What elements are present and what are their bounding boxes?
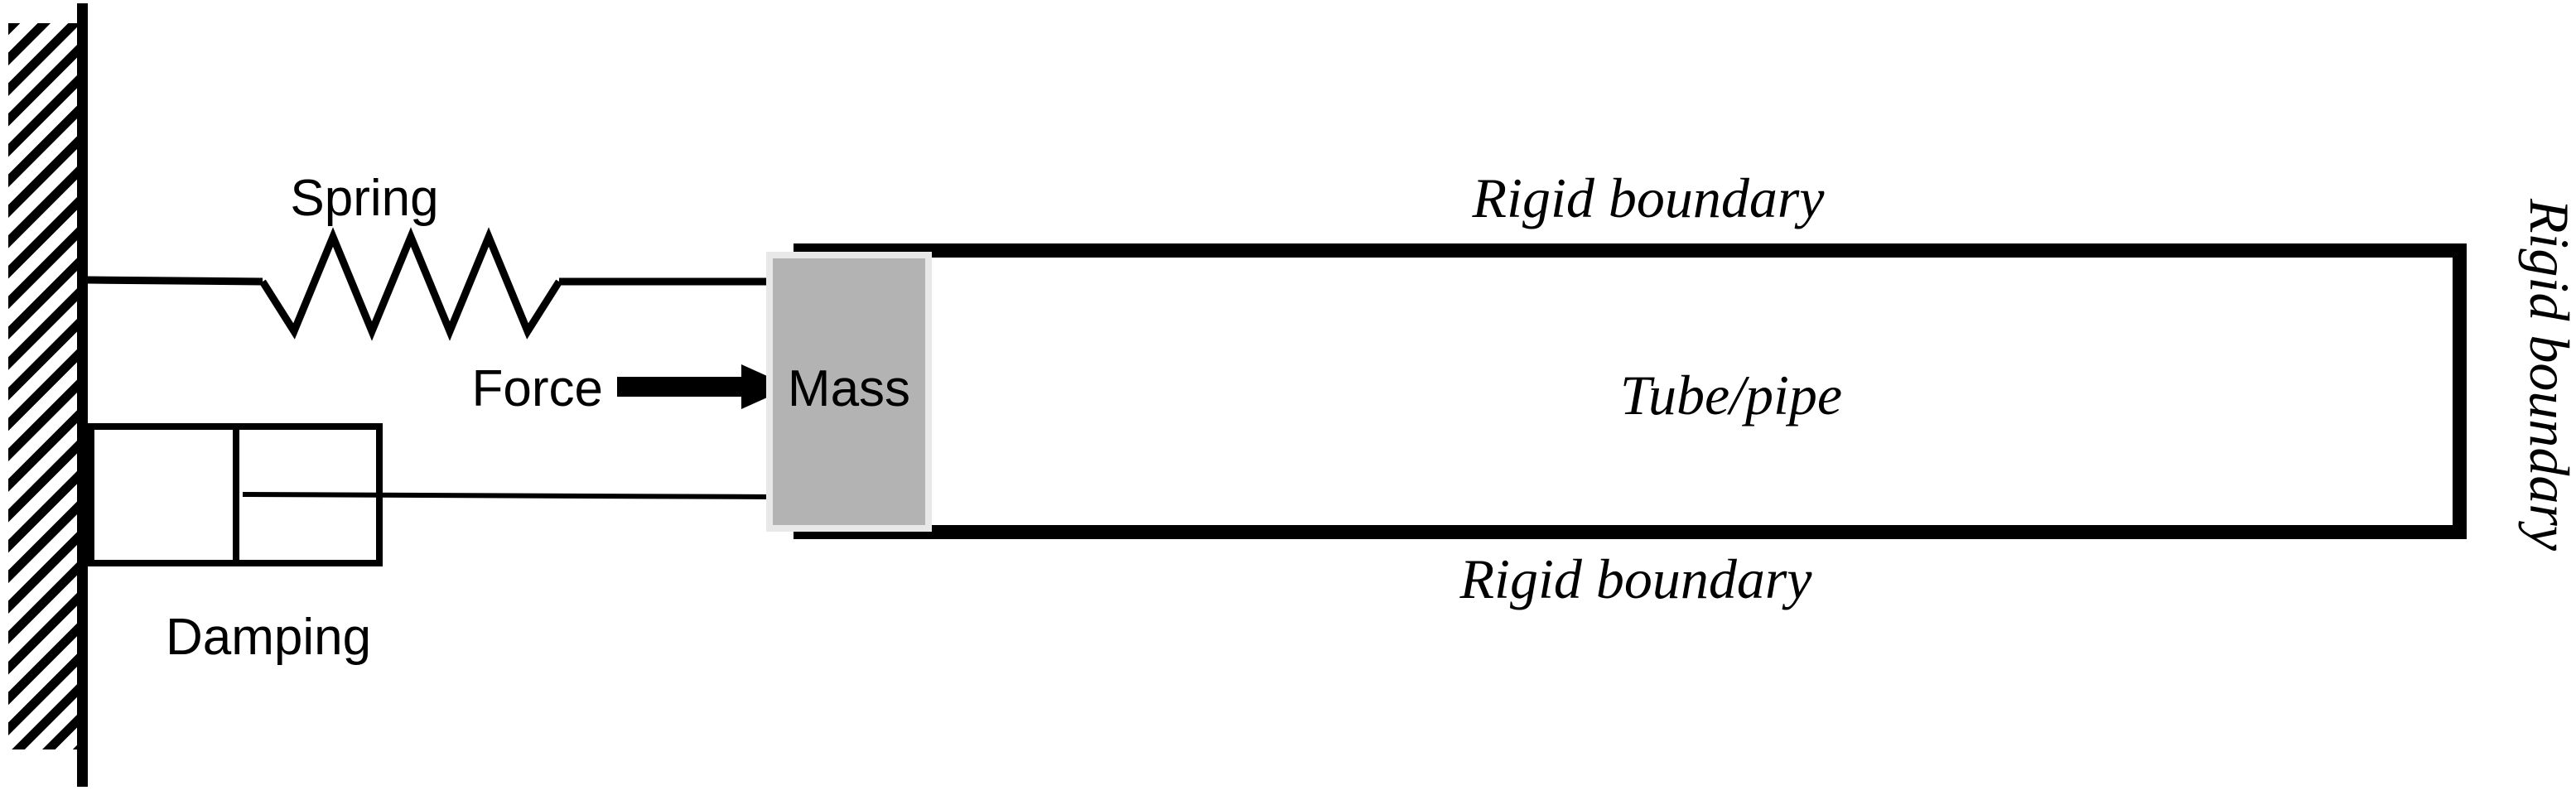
spring-label: Spring: [290, 170, 438, 227]
spring-left-lead: [87, 276, 263, 286]
force-arrow: [617, 364, 791, 409]
mass-block-rect: [766, 252, 932, 532]
force-arrow-shaft: [617, 377, 741, 397]
wall-vertical-line: [77, 3, 88, 787]
tube-top-boundary: [794, 243, 2467, 258]
wall-hatch-pattern: [8, 23, 78, 749]
fixed-support-wall: [8, 3, 88, 787]
tube-pipe-label: Tube/pipe: [1620, 364, 1842, 427]
tube-bottom-boundary: [794, 525, 2467, 539]
dashpot-damper: [88, 423, 775, 566]
spring-zigzag: [259, 227, 562, 341]
mass-label: Mass: [788, 360, 910, 417]
mass-block: Mass: [766, 252, 932, 532]
force-label: Force: [472, 360, 603, 417]
tube-pipe: [794, 243, 2467, 539]
coil-spring: [87, 227, 774, 341]
tube-right-boundary: [2453, 243, 2467, 539]
rigid-boundary-top-label: Rigid boundary: [1472, 166, 1826, 229]
damper-piston-rod: [242, 492, 775, 499]
damping-label: Damping: [166, 609, 371, 666]
rigid-boundary-right-label: Rigid boundary: [2518, 198, 2576, 552]
rigid-boundary-bottom-label: Rigid boundary: [1459, 547, 1813, 610]
